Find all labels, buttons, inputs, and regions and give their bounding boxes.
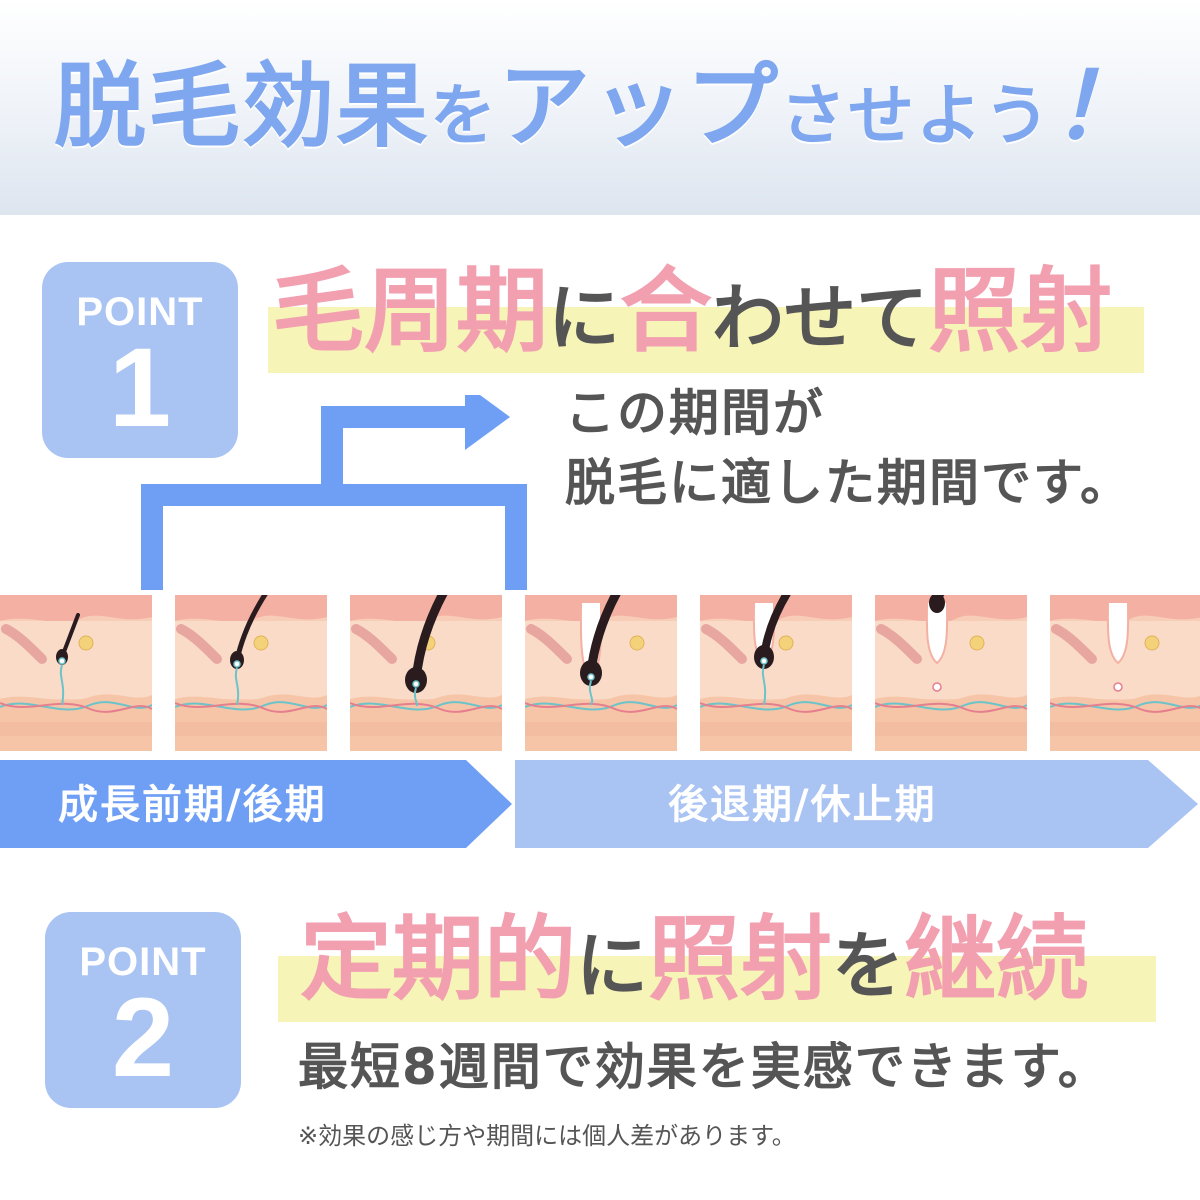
headline-word: を xyxy=(832,924,905,1008)
note-line: 脱毛に適した期間です。 xyxy=(565,454,1132,512)
note-line: この期間が xyxy=(565,384,825,442)
phase-arrow-growth xyxy=(0,760,512,848)
skin-panel xyxy=(700,595,852,751)
point-label: POINT xyxy=(76,290,204,334)
point-1-headline: 毛周期に合わせて照射 xyxy=(272,262,1112,388)
point-2-subtext: 最短8週間で効果を実感できます。 xyxy=(298,1038,1110,1096)
point-number: 2 xyxy=(111,975,175,1100)
headline-word: 定期的 xyxy=(300,906,577,1013)
headline-word: に xyxy=(548,276,621,360)
phase-arrows xyxy=(0,760,1198,848)
title-part: アップ xyxy=(497,53,780,160)
skin-panel xyxy=(525,595,677,751)
title-part: を xyxy=(429,77,498,154)
headline-highlight xyxy=(268,307,1144,373)
page-title: 脱毛効果をアップさせよう！ xyxy=(0,52,1200,171)
headline-word: 合 xyxy=(620,258,713,365)
header-banner: 脱毛効果をアップさせよう！ xyxy=(0,0,1200,215)
skin-panel xyxy=(0,595,152,751)
headline-word: 毛周期 xyxy=(272,258,549,365)
skin-panel xyxy=(875,595,1027,751)
disclaimer-note: ※効果の感じ方や期間には個人差があります。 xyxy=(298,1122,796,1150)
headline-word: わせて xyxy=(712,276,929,360)
headline-highlight xyxy=(278,956,1156,1022)
headline-word: 照射 xyxy=(928,258,1113,365)
headline-word: に xyxy=(576,924,649,1008)
skin-panel xyxy=(350,595,502,751)
headline-word: 照射 xyxy=(648,906,833,1013)
phase-arrow-rest xyxy=(515,760,1198,848)
title-part: ！ xyxy=(1052,53,1147,160)
point-2-headline: 定期的に照射を継続 xyxy=(300,910,1088,1036)
point-2-badge: POINT 2 xyxy=(45,912,241,1108)
headline-word: 継続 xyxy=(904,906,1089,1013)
point-1-badge: POINT 1 xyxy=(42,262,238,458)
cycle-note: この期間が 脱毛に適した期間です。 xyxy=(565,378,1132,518)
skin-panel xyxy=(1050,595,1200,751)
title-part: 脱毛効果 xyxy=(53,53,430,160)
point-label: POINT xyxy=(79,940,207,984)
skin-panel xyxy=(175,595,327,751)
phase-label-growth: 成長前期/後期 xyxy=(58,782,327,828)
phase-label-rest: 後退期/休止期 xyxy=(668,782,937,828)
growth-period-bracket-arrow xyxy=(141,395,527,590)
point-number: 1 xyxy=(108,325,172,450)
title-part: させよう xyxy=(780,77,1052,154)
